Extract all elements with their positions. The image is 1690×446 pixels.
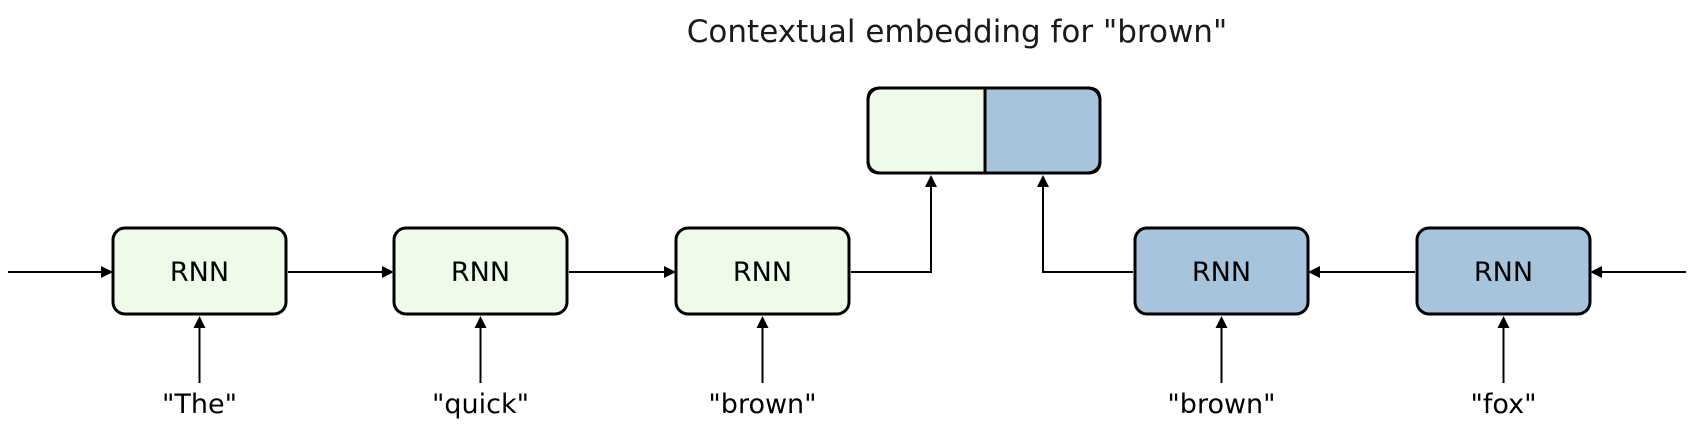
rnn-box	[1415, 226, 1592, 316]
backward-cell-1: RNN	[1133, 226, 1310, 316]
arrowhead-icon	[925, 175, 937, 187]
forward-cell-1: RNN	[111, 226, 288, 316]
output-embedding-border	[866, 86, 1102, 175]
backward-cell-2: RNN	[1415, 226, 1592, 316]
arrowhead-icon	[193, 316, 206, 328]
rnn-label: RNN	[1474, 257, 1533, 288]
output-embedding-forward-half	[866, 86, 987, 175]
token-labels: "The" "quick" "brown" "brown" "fox"	[162, 389, 1537, 420]
rnn-label: RNN	[733, 257, 792, 288]
arrowhead-icon	[474, 316, 487, 328]
token-label-brown-backward: "brown"	[1167, 389, 1275, 420]
rnn-box	[1133, 226, 1310, 316]
token-label-fox: "fox"	[1470, 389, 1536, 420]
forward-cell-3: RNN	[674, 226, 851, 316]
backward-to-output-line	[1042, 185, 1133, 273]
arrowhead-icon	[382, 266, 394, 278]
forward-connections	[8, 175, 937, 278]
arrowhead-icon	[664, 266, 676, 278]
arrowhead-icon	[756, 316, 769, 328]
arrowhead-icon	[1308, 266, 1320, 278]
rnn-box	[674, 226, 851, 316]
token-label-quick: "quick"	[432, 389, 529, 420]
output-embedding-backward-half	[983, 86, 1102, 175]
token-label-the: "The"	[162, 389, 237, 420]
rnn-box	[111, 226, 288, 316]
arrowhead-icon	[1497, 316, 1510, 328]
rnn-label: RNN	[170, 257, 229, 288]
token-input-arrows	[193, 316, 1510, 383]
output-embedding	[866, 86, 1102, 175]
forward-cell-2: RNN	[392, 226, 569, 316]
arrowhead-icon	[1037, 175, 1049, 187]
token-label-brown-forward: "brown"	[708, 389, 816, 420]
arrowhead-icon	[1590, 266, 1602, 278]
arrowhead-icon	[1215, 316, 1228, 328]
diagram-title: Contextual embedding for "brown"	[687, 14, 1227, 50]
rnn-label: RNN	[451, 257, 510, 288]
forward-to-output-line	[851, 185, 932, 273]
backward-connections	[1037, 175, 1686, 278]
arrowhead-icon	[101, 266, 113, 278]
rnn-label: RNN	[1192, 257, 1251, 288]
rnn-box	[392, 226, 569, 316]
